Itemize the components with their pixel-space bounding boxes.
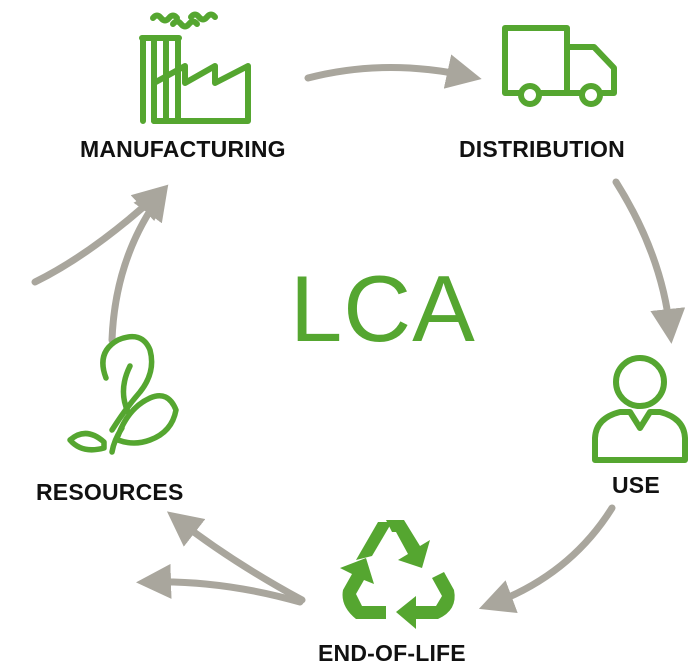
arrow-distribution-to-use — [612, 178, 686, 344]
arrow-end-of-life-outflow — [136, 563, 304, 606]
leaf-plant-icon — [67, 333, 179, 455]
truck-icon — [502, 25, 617, 107]
arrow-manufacturing-to-distribution — [304, 54, 482, 89]
user-icon — [592, 355, 688, 463]
arrow-use-to-end-of-life — [478, 504, 616, 614]
label-resources: RESOURCES — [36, 479, 184, 505]
arrow-end-of-life-to-resources — [166, 511, 306, 604]
center-title: LCA — [290, 256, 476, 361]
factory-icon — [139, 11, 251, 124]
label-end-of-life: END-OF-LIFE — [318, 640, 466, 666]
label-use: USE — [612, 472, 660, 498]
arrow-inflow-to-manufacturing — [31, 184, 169, 286]
recycle-icon — [340, 520, 455, 629]
label-manufacturing: MANUFACTURING — [80, 136, 286, 162]
label-distribution: DISTRIBUTION — [459, 136, 625, 162]
